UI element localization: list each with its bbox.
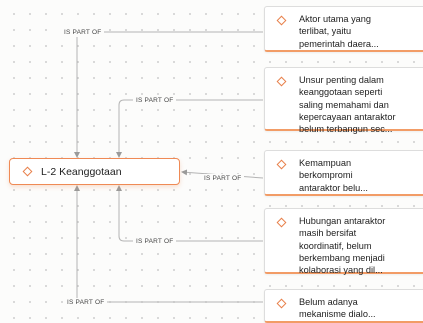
diamond-icon — [22, 166, 33, 177]
child-node-text: Aktor utama yang terlibat, yaitu pemerin… — [299, 14, 379, 49]
child-node-1[interactable]: Aktor utama yang terlibat, yaitu pemerin… — [264, 6, 423, 52]
child-node-4[interactable]: Hubungan antaraktor masih bersifat koord… — [264, 208, 423, 276]
edge-label-5: IS PART OF — [64, 298, 108, 307]
edge-label-2: IS PART OF — [133, 96, 177, 105]
edge-label-4: IS PART OF — [133, 237, 177, 246]
edge-label-3: IS PART OF — [201, 174, 245, 183]
child-node-text: Unsur penting dalam keanggotaan seperti … — [299, 75, 396, 135]
edge-label-1: IS PART OF — [61, 28, 105, 37]
main-node-label: L-2 Keanggotaan — [41, 166, 122, 178]
edge-4 — [116, 185, 263, 242]
child-node-text: Belum adanya mekanisme dialo... — [299, 297, 376, 320]
child-node-5[interactable]: Belum adanya mekanisme dialo... — [264, 289, 423, 323]
edge-1 — [74, 31, 263, 158]
child-node-3[interactable]: Kemampuan berkompromi antaraktor belu... — [264, 150, 423, 196]
diamond-icon — [276, 298, 287, 309]
diamond-icon — [276, 76, 287, 87]
diamond-icon — [276, 217, 287, 228]
child-node-text: Hubungan antaraktor masih bersifat koord… — [299, 216, 386, 276]
diamond-icon — [276, 15, 287, 26]
child-node-text: Kemampuan berkompromi antaraktor belu... — [299, 158, 368, 193]
child-node-2[interactable]: Unsur penting dalam keanggotaan seperti … — [264, 67, 423, 134]
main-node[interactable]: L-2 Keanggotaan — [9, 158, 180, 185]
edge-2 — [116, 99, 263, 158]
diamond-icon — [276, 159, 287, 170]
